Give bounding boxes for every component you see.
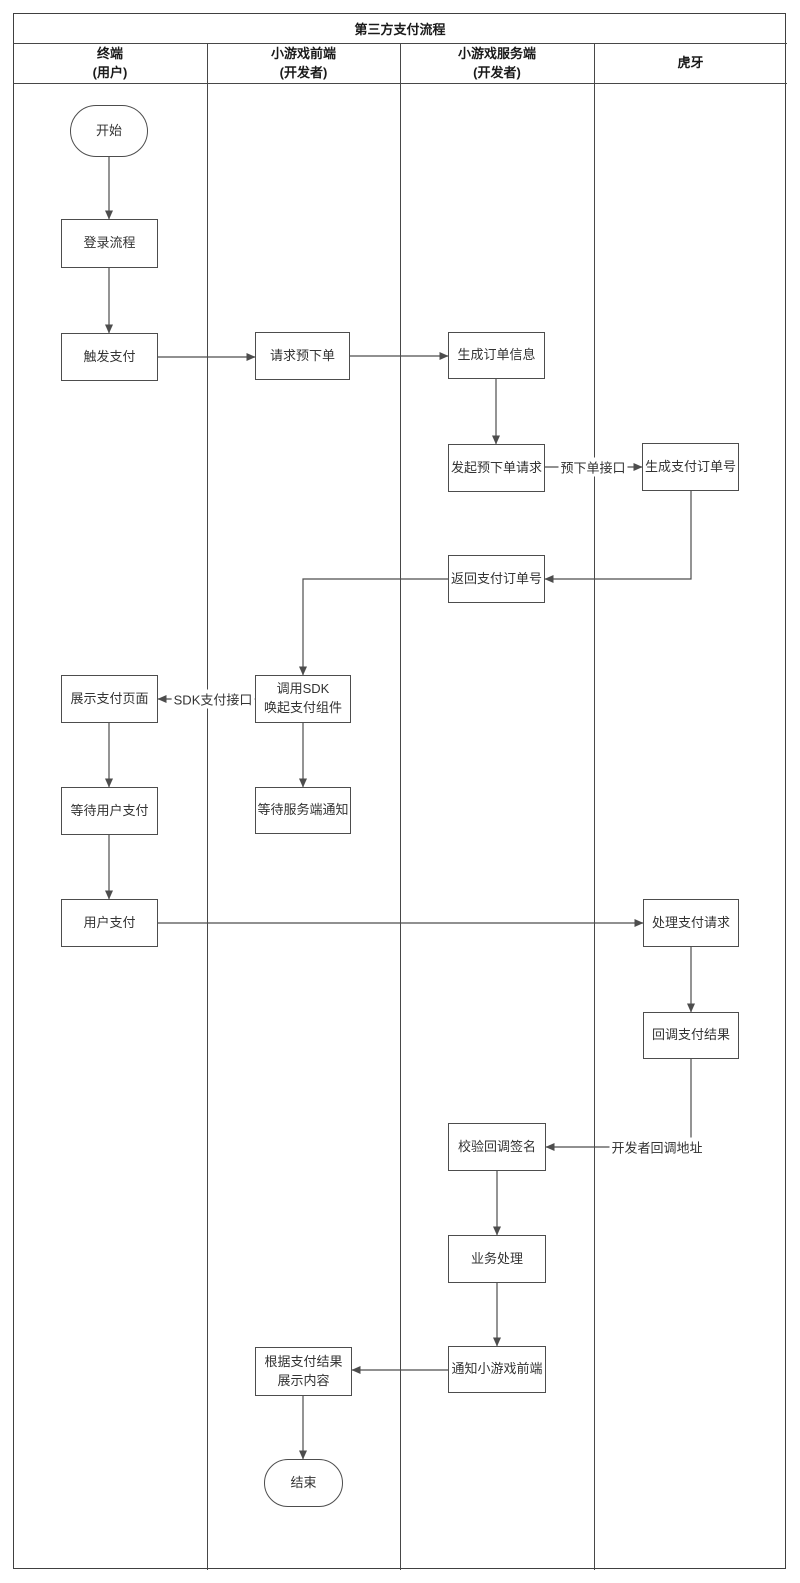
lane-divider	[207, 43, 208, 1570]
node-generate-payment-order-no: 生成支付订单号	[642, 443, 739, 491]
node-verify-callback-signature: 校验回调签名	[448, 1123, 546, 1171]
node-generate-order-info: 生成订单信息	[448, 332, 545, 379]
node-start: 开始	[70, 105, 148, 157]
node-user-pay: 用户支付	[61, 899, 158, 947]
lane-divider	[594, 43, 595, 1570]
lane-header-terminal-user: 终端 (用户)	[92, 45, 128, 80]
node-wait-user-payment: 等待用户支付	[61, 787, 158, 835]
node-trigger-payment: 触发支付	[61, 333, 158, 381]
diagram-title: 第三方支付流程	[354, 21, 446, 37]
lane-divider	[400, 43, 401, 1570]
node-show-result-content: 根据支付结果 展示内容	[255, 1347, 352, 1396]
edge-label-preorder-api: 预下单接口	[558, 457, 628, 477]
node-login-flow: 登录流程	[61, 219, 158, 268]
node-callback-payment-result: 回调支付结果	[643, 1012, 739, 1059]
node-end: 结束	[264, 1459, 343, 1507]
edge-label-developer-callback-address: 开发者回调地址	[609, 1137, 705, 1157]
node-show-payment-page: 展示支付页面	[61, 675, 158, 723]
node-notify-minigame-frontend: 通知小游戏前端	[448, 1346, 546, 1393]
lane-header-minigame-server: 小游戏服务端 (开发者)	[457, 45, 536, 80]
node-wait-server-notify: 等待服务端通知	[255, 787, 351, 834]
node-request-preorder: 请求预下单	[255, 332, 350, 380]
node-return-payment-order-no: 返回支付订单号	[448, 555, 545, 603]
lane-header-minigame-frontend: 小游戏前端 (开发者)	[270, 45, 336, 80]
lane-header-huya: 虎牙	[677, 55, 704, 71]
node-handle-payment-request: 处理支付请求	[643, 899, 739, 947]
node-business-processing: 业务处理	[448, 1235, 546, 1283]
node-initiate-preorder-request: 发起预下单请求	[448, 444, 545, 492]
node-call-sdk-invoke-payment: 调用SDK 唤起支付组件	[255, 675, 351, 723]
edge-label-sdk-pay-api: SDK支付接口	[171, 689, 255, 709]
diagram-frame	[13, 13, 786, 1569]
